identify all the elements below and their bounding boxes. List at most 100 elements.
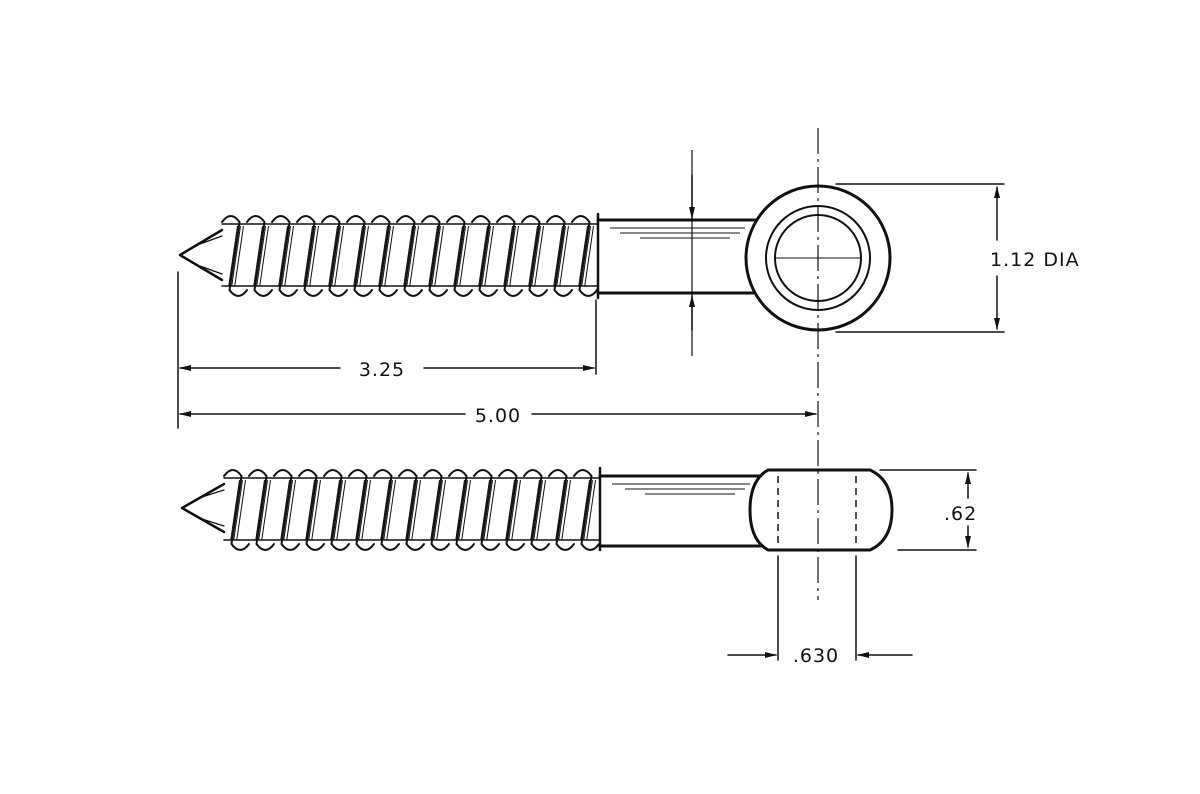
thread-hatch bbox=[505, 479, 515, 541]
thread-hatch bbox=[480, 479, 490, 541]
top-view bbox=[178, 184, 892, 332]
thread-hatch bbox=[230, 479, 240, 541]
thread-crest bbox=[373, 469, 400, 551]
thread-hatch bbox=[233, 479, 243, 541]
thread-hatch bbox=[453, 225, 463, 287]
thread-crest bbox=[421, 215, 448, 297]
thread-hatch bbox=[558, 479, 568, 541]
thread-hatch bbox=[553, 225, 563, 287]
thread-hatch bbox=[561, 479, 571, 541]
thread-hatch bbox=[530, 479, 540, 541]
thread-hatch bbox=[580, 479, 590, 541]
thread-hatch bbox=[383, 479, 393, 541]
thread-crest bbox=[246, 215, 273, 297]
thread-hatch bbox=[278, 225, 288, 287]
dimension-eye-thickness: .62 bbox=[879, 469, 977, 551]
thread-crest bbox=[298, 469, 325, 551]
thread-crest bbox=[523, 469, 550, 551]
thread-hatch bbox=[461, 479, 471, 541]
thread-crest bbox=[223, 469, 250, 551]
top-thread-section bbox=[178, 212, 600, 300]
thread-hatch bbox=[336, 479, 346, 541]
overall-length-label: 5.00 bbox=[475, 405, 521, 427]
thread-hatch bbox=[430, 479, 440, 541]
top-tip bbox=[178, 228, 224, 282]
eye-thickness-label: .62 bbox=[944, 503, 977, 525]
thread-crest bbox=[496, 215, 523, 297]
thread-hatch bbox=[581, 225, 591, 287]
thread-hatch bbox=[405, 479, 415, 541]
thread-hatch bbox=[506, 225, 516, 287]
bottom-thread-section bbox=[180, 466, 602, 552]
thread-hatch bbox=[536, 479, 546, 541]
thread-hatch bbox=[256, 225, 266, 287]
thread-hatch bbox=[434, 225, 444, 287]
thread-hatch bbox=[231, 225, 241, 287]
thread-hatch bbox=[355, 479, 365, 541]
thread-hatch bbox=[358, 479, 368, 541]
top-shank bbox=[596, 218, 757, 295]
thread-hatch bbox=[481, 225, 491, 287]
thread-crest bbox=[573, 469, 600, 551]
thread-crest bbox=[471, 215, 498, 297]
dimension-eye-diameter: 1.12 DIA bbox=[835, 183, 1080, 333]
thread-crest bbox=[398, 469, 425, 551]
thread-hatch bbox=[459, 225, 469, 287]
thread-hatch bbox=[334, 225, 344, 287]
thread-hatch bbox=[255, 479, 265, 541]
thread-hatch bbox=[330, 479, 340, 541]
thread-hatch bbox=[386, 479, 396, 541]
thread-crest bbox=[448, 469, 475, 551]
thread-hatch bbox=[286, 479, 296, 541]
thread-hatch bbox=[578, 225, 588, 287]
thread-hatch bbox=[528, 225, 538, 287]
thread-hatch bbox=[503, 225, 513, 287]
thread-hatch bbox=[280, 479, 290, 541]
thread-crest bbox=[346, 215, 373, 297]
thread-crest bbox=[371, 215, 398, 297]
thread-hatch bbox=[556, 225, 566, 287]
thread-hatch bbox=[259, 225, 269, 287]
thread-hatch bbox=[406, 225, 416, 287]
thread-hatch bbox=[531, 225, 541, 287]
thread-crest bbox=[396, 215, 423, 297]
thread-crest bbox=[296, 215, 323, 297]
bottom-tip bbox=[180, 482, 226, 534]
thread-crest bbox=[546, 215, 573, 297]
thread-hatch bbox=[353, 225, 363, 287]
thread-hatch bbox=[283, 479, 293, 541]
thread-hatch bbox=[311, 479, 321, 541]
bottom-eye-side bbox=[748, 468, 894, 552]
thread-hatch bbox=[583, 479, 593, 541]
thread-hatch bbox=[509, 225, 519, 287]
thread-hatch bbox=[508, 479, 518, 541]
dimension-overall-length: 5.00 bbox=[179, 405, 817, 427]
thread-hatch bbox=[559, 225, 569, 287]
thread-hatch bbox=[359, 225, 369, 287]
thread-hatch bbox=[409, 225, 419, 287]
thread-hatch bbox=[309, 225, 319, 287]
thread-hatch bbox=[305, 479, 315, 541]
eye-diameter-label: 1.12 DIA bbox=[990, 249, 1080, 271]
thread-crest bbox=[271, 215, 298, 297]
thread-hatch bbox=[436, 479, 446, 541]
thread-crest bbox=[446, 215, 473, 297]
thread-hatch bbox=[586, 479, 596, 541]
thread-hatch bbox=[331, 225, 341, 287]
bottom-thread-crests bbox=[223, 469, 600, 551]
thread-crest bbox=[323, 469, 350, 551]
thread-hatch bbox=[258, 479, 268, 541]
thread-hatch bbox=[584, 225, 594, 287]
thread-hatch bbox=[253, 225, 263, 287]
thread-crest bbox=[521, 215, 548, 297]
thread-hatch bbox=[378, 225, 388, 287]
thread-hatch bbox=[533, 479, 543, 541]
thread-hatch bbox=[458, 479, 468, 541]
top-thread-crests bbox=[221, 215, 598, 297]
thread-hatch bbox=[511, 479, 521, 541]
thread-crest bbox=[571, 215, 598, 297]
thread-hatch bbox=[411, 479, 421, 541]
thread-hatch bbox=[380, 479, 390, 541]
thread-hatch bbox=[484, 225, 494, 287]
